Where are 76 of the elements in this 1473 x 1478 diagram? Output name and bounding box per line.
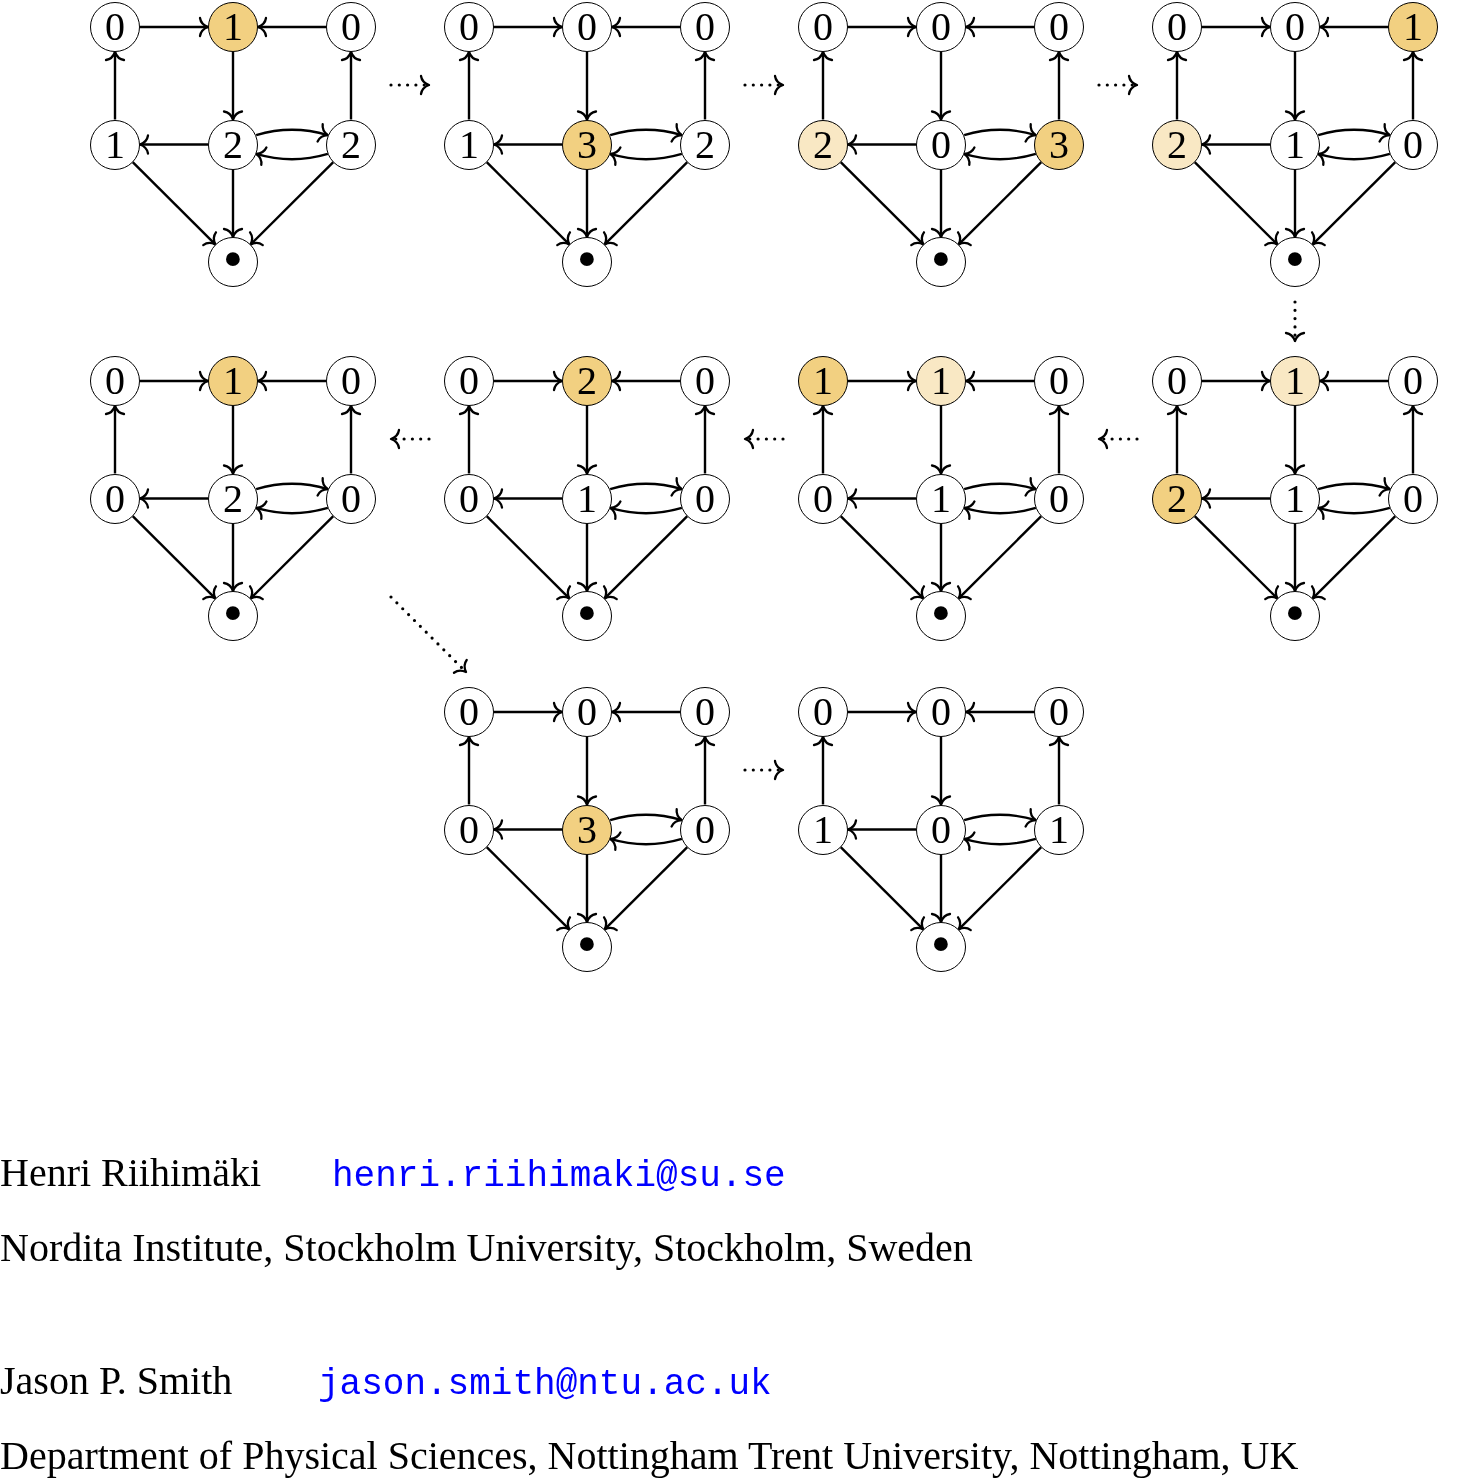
vertex-node: 0: [680, 804, 730, 855]
sink-node: •: [208, 591, 258, 641]
sink-node: •: [1270, 591, 1320, 641]
sink-node: •: [562, 237, 612, 287]
vertex-node: 2: [1152, 119, 1202, 170]
vertex-node: 0: [326, 2, 376, 52]
sink-node: •: [916, 922, 966, 972]
sink-node: •: [916, 591, 966, 641]
vertex-node: 0: [90, 2, 140, 52]
vertex-node: 0: [680, 2, 730, 52]
vertex-node: 0: [1034, 473, 1084, 524]
vertex-node: 3: [562, 804, 612, 855]
vertex-node: 1: [90, 119, 140, 170]
vertex-node: 0: [1152, 356, 1202, 406]
vertex-node: 0: [444, 473, 494, 524]
affiliation-text: Nordita Institute, Stockholm University, Stockholm, Sweden: [0, 1228, 973, 1268]
vertex-node: 2: [562, 356, 612, 406]
vertex-node: 1: [798, 804, 848, 855]
vertex-node: 0: [1034, 2, 1084, 52]
vertex-node: 0: [1152, 2, 1202, 52]
email-link: henri.riihimaki@su.se: [332, 1159, 786, 1195]
vertex-node: 0: [798, 687, 848, 737]
vertex-node: 1: [1270, 473, 1320, 524]
vertex-node: 1: [1270, 119, 1320, 170]
vertex-node: 0: [1270, 2, 1320, 52]
vertex-node: 0: [326, 473, 376, 524]
sink-node: •: [916, 237, 966, 287]
vertex-node: 0: [444, 2, 494, 52]
sink-node: •: [1270, 237, 1320, 287]
email-link: jason.smith@ntu.ac.uk: [318, 1367, 772, 1403]
vertex-node: 0: [1388, 119, 1438, 170]
vertex-node: 0: [1034, 356, 1084, 406]
vertex-node: 1: [916, 356, 966, 406]
vertex-node: 1: [1034, 804, 1084, 855]
vertex-node: 0: [916, 804, 966, 855]
vertex-node: 1: [562, 473, 612, 524]
vertex-node: 2: [1152, 473, 1202, 524]
vertex-node: 0: [916, 687, 966, 737]
vertex-node: 0: [916, 119, 966, 170]
vertex-node: 0: [680, 356, 730, 406]
vertex-node: 0: [444, 687, 494, 737]
vertex-node: 2: [208, 119, 258, 170]
vertex-node: 0: [1388, 356, 1438, 406]
vertex-node: 0: [1388, 473, 1438, 524]
vertex-node: 1: [208, 2, 258, 52]
vertex-node: 0: [562, 2, 612, 52]
vertex-node: 1: [1270, 356, 1320, 406]
vertex-node: 2: [680, 119, 730, 170]
vertex-node: 0: [798, 473, 848, 524]
vertex-node: 0: [798, 2, 848, 52]
vertex-node: 0: [90, 356, 140, 406]
vertex-node: 2: [798, 119, 848, 170]
vertex-node: 3: [562, 119, 612, 170]
vertex-node: 0: [90, 473, 140, 524]
sink-node: •: [562, 591, 612, 641]
sink-node: •: [208, 237, 258, 287]
vertex-node: 0: [562, 687, 612, 737]
vertex-node: 1: [444, 119, 494, 170]
vertex-node: 0: [326, 356, 376, 406]
author-name: Henri Riihimäki: [0, 1153, 262, 1193]
vertex-node: 0: [680, 473, 730, 524]
author-name: Jason P. Smith: [0, 1361, 233, 1401]
vertex-node: 1: [916, 473, 966, 524]
vertex-node: 1: [1388, 2, 1438, 52]
vertex-node: 1: [208, 356, 258, 406]
sink-node: •: [562, 922, 612, 972]
vertex-node: 2: [326, 119, 376, 170]
vertex-node: 1: [798, 356, 848, 406]
vertex-node: 2: [208, 473, 258, 524]
vertex-node: 3: [1034, 119, 1084, 170]
vertex-node: 0: [444, 356, 494, 406]
vertex-node: 0: [1034, 687, 1084, 737]
vertex-node: 0: [916, 2, 966, 52]
affiliation-text: Department of Physical Sciences, Nottingham Trent University, Nottingham, UK: [0, 1436, 1299, 1476]
vertex-node: 0: [680, 687, 730, 737]
vertex-node: 0: [444, 804, 494, 855]
